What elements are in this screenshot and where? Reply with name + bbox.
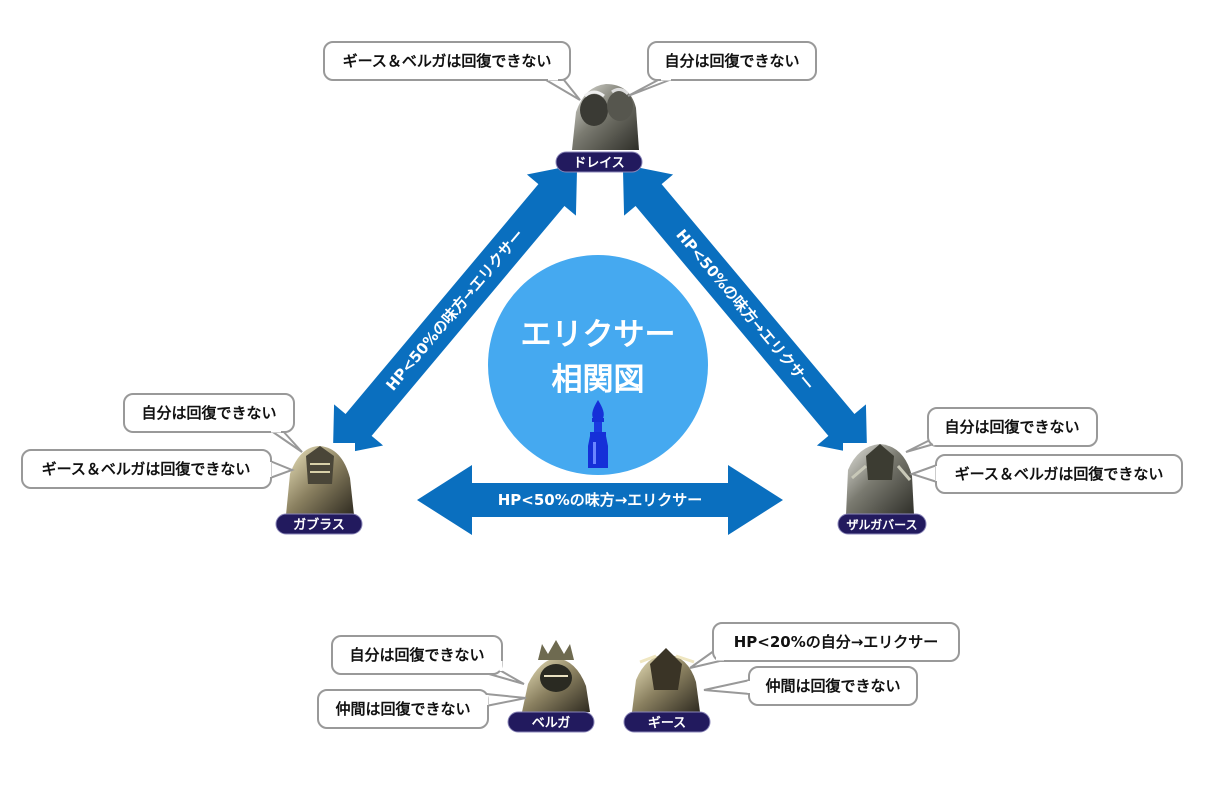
center-title-line1: エリクサー	[521, 317, 676, 353]
bergan-name-badge	[507, 711, 595, 733]
drace-name-badge	[555, 151, 643, 173]
arrow-bottom-horizontal: HP<50%の味方→エリクサー	[417, 465, 783, 535]
gabranth-callout-top: 自分は回復できない	[123, 393, 303, 453]
elixir-bottle-icon	[588, 400, 608, 468]
bergan-name: ベルガ	[532, 716, 571, 731]
center-circle: エリクサー 相関図	[488, 255, 708, 475]
character-zargabaath: ザルガバース 自分は回復できない ギース＆ベルガは回復できない	[837, 407, 1183, 535]
character-drace: ドレイス ギース＆ベルガは回復できない 自分は回復できない	[323, 41, 817, 173]
ghis-portrait	[630, 640, 702, 712]
gabranth-portrait	[283, 443, 355, 515]
drace-callout-left-text: ギース＆ベルガは回復できない	[343, 52, 552, 70]
ghis-callout-top-text: HP<20%の自分→エリクサー	[734, 633, 939, 651]
ghis-callout-bottom: 仲間は回復できない	[703, 666, 918, 706]
bergan-portrait	[520, 640, 592, 712]
drace-callout-right: 自分は回復できない	[627, 41, 817, 97]
zargabaath-portrait	[843, 443, 915, 515]
bergan-callout-bottom-text: 仲間は回復できない	[335, 700, 470, 718]
drace-callout-right-text: 自分は回復できない	[664, 52, 799, 70]
bergan-callout-bottom: 仲間は回復できない	[317, 689, 527, 729]
gabranth-callout-bottom: ギース＆ベルガは回復できない	[21, 449, 295, 489]
gabranth-name-badge	[275, 513, 363, 535]
ghis-name: ギース	[648, 715, 686, 731]
ghis-name-badge	[623, 711, 711, 733]
drace-name: ドレイス	[573, 156, 625, 171]
gabranth-name: ガブラス	[293, 517, 345, 533]
ghis-callout-bottom-text: 仲間は回復できない	[765, 677, 900, 695]
ghis-callout-top: HP<20%の自分→エリクサー	[689, 622, 960, 669]
center-title-line2: 相関図	[552, 362, 645, 398]
zargabaath-callout-top-text: 自分は回復できない	[944, 418, 1079, 436]
gabranth-callout-bottom-text: ギース＆ベルガは回復できない	[42, 460, 251, 478]
zargabaath-callout-top: 自分は回復できない	[905, 407, 1098, 453]
drace-callout-left: ギース＆ベルガは回復できない	[323, 41, 581, 101]
drace-portrait	[567, 80, 639, 152]
zargabaath-name-badge	[837, 513, 927, 535]
arrow-bottom-label: HP<50%の味方→エリクサー	[498, 491, 703, 509]
character-gabranth: ガブラス 自分は回復できない ギース＆ベルガは回復できない	[21, 393, 363, 535]
zargabaath-callout-bottom-text: ギース＆ベルガは回復できない	[955, 465, 1164, 483]
zargabaath-callout-bottom: ギース＆ベルガは回復できない	[908, 454, 1183, 494]
gabranth-callout-top-text: 自分は回復できない	[141, 404, 276, 422]
character-ghis: ギース HP<20%の自分→エリクサー 仲間は回復できない	[623, 622, 960, 733]
bergan-callout-top: 自分は回復できない	[331, 635, 525, 685]
character-bergan: ベルガ 自分は回復できない 仲間は回復できない	[317, 635, 595, 733]
bergan-callout-top-text: 自分は回復できない	[349, 646, 484, 664]
zargabaath-name: ザルガバース	[846, 517, 917, 532]
